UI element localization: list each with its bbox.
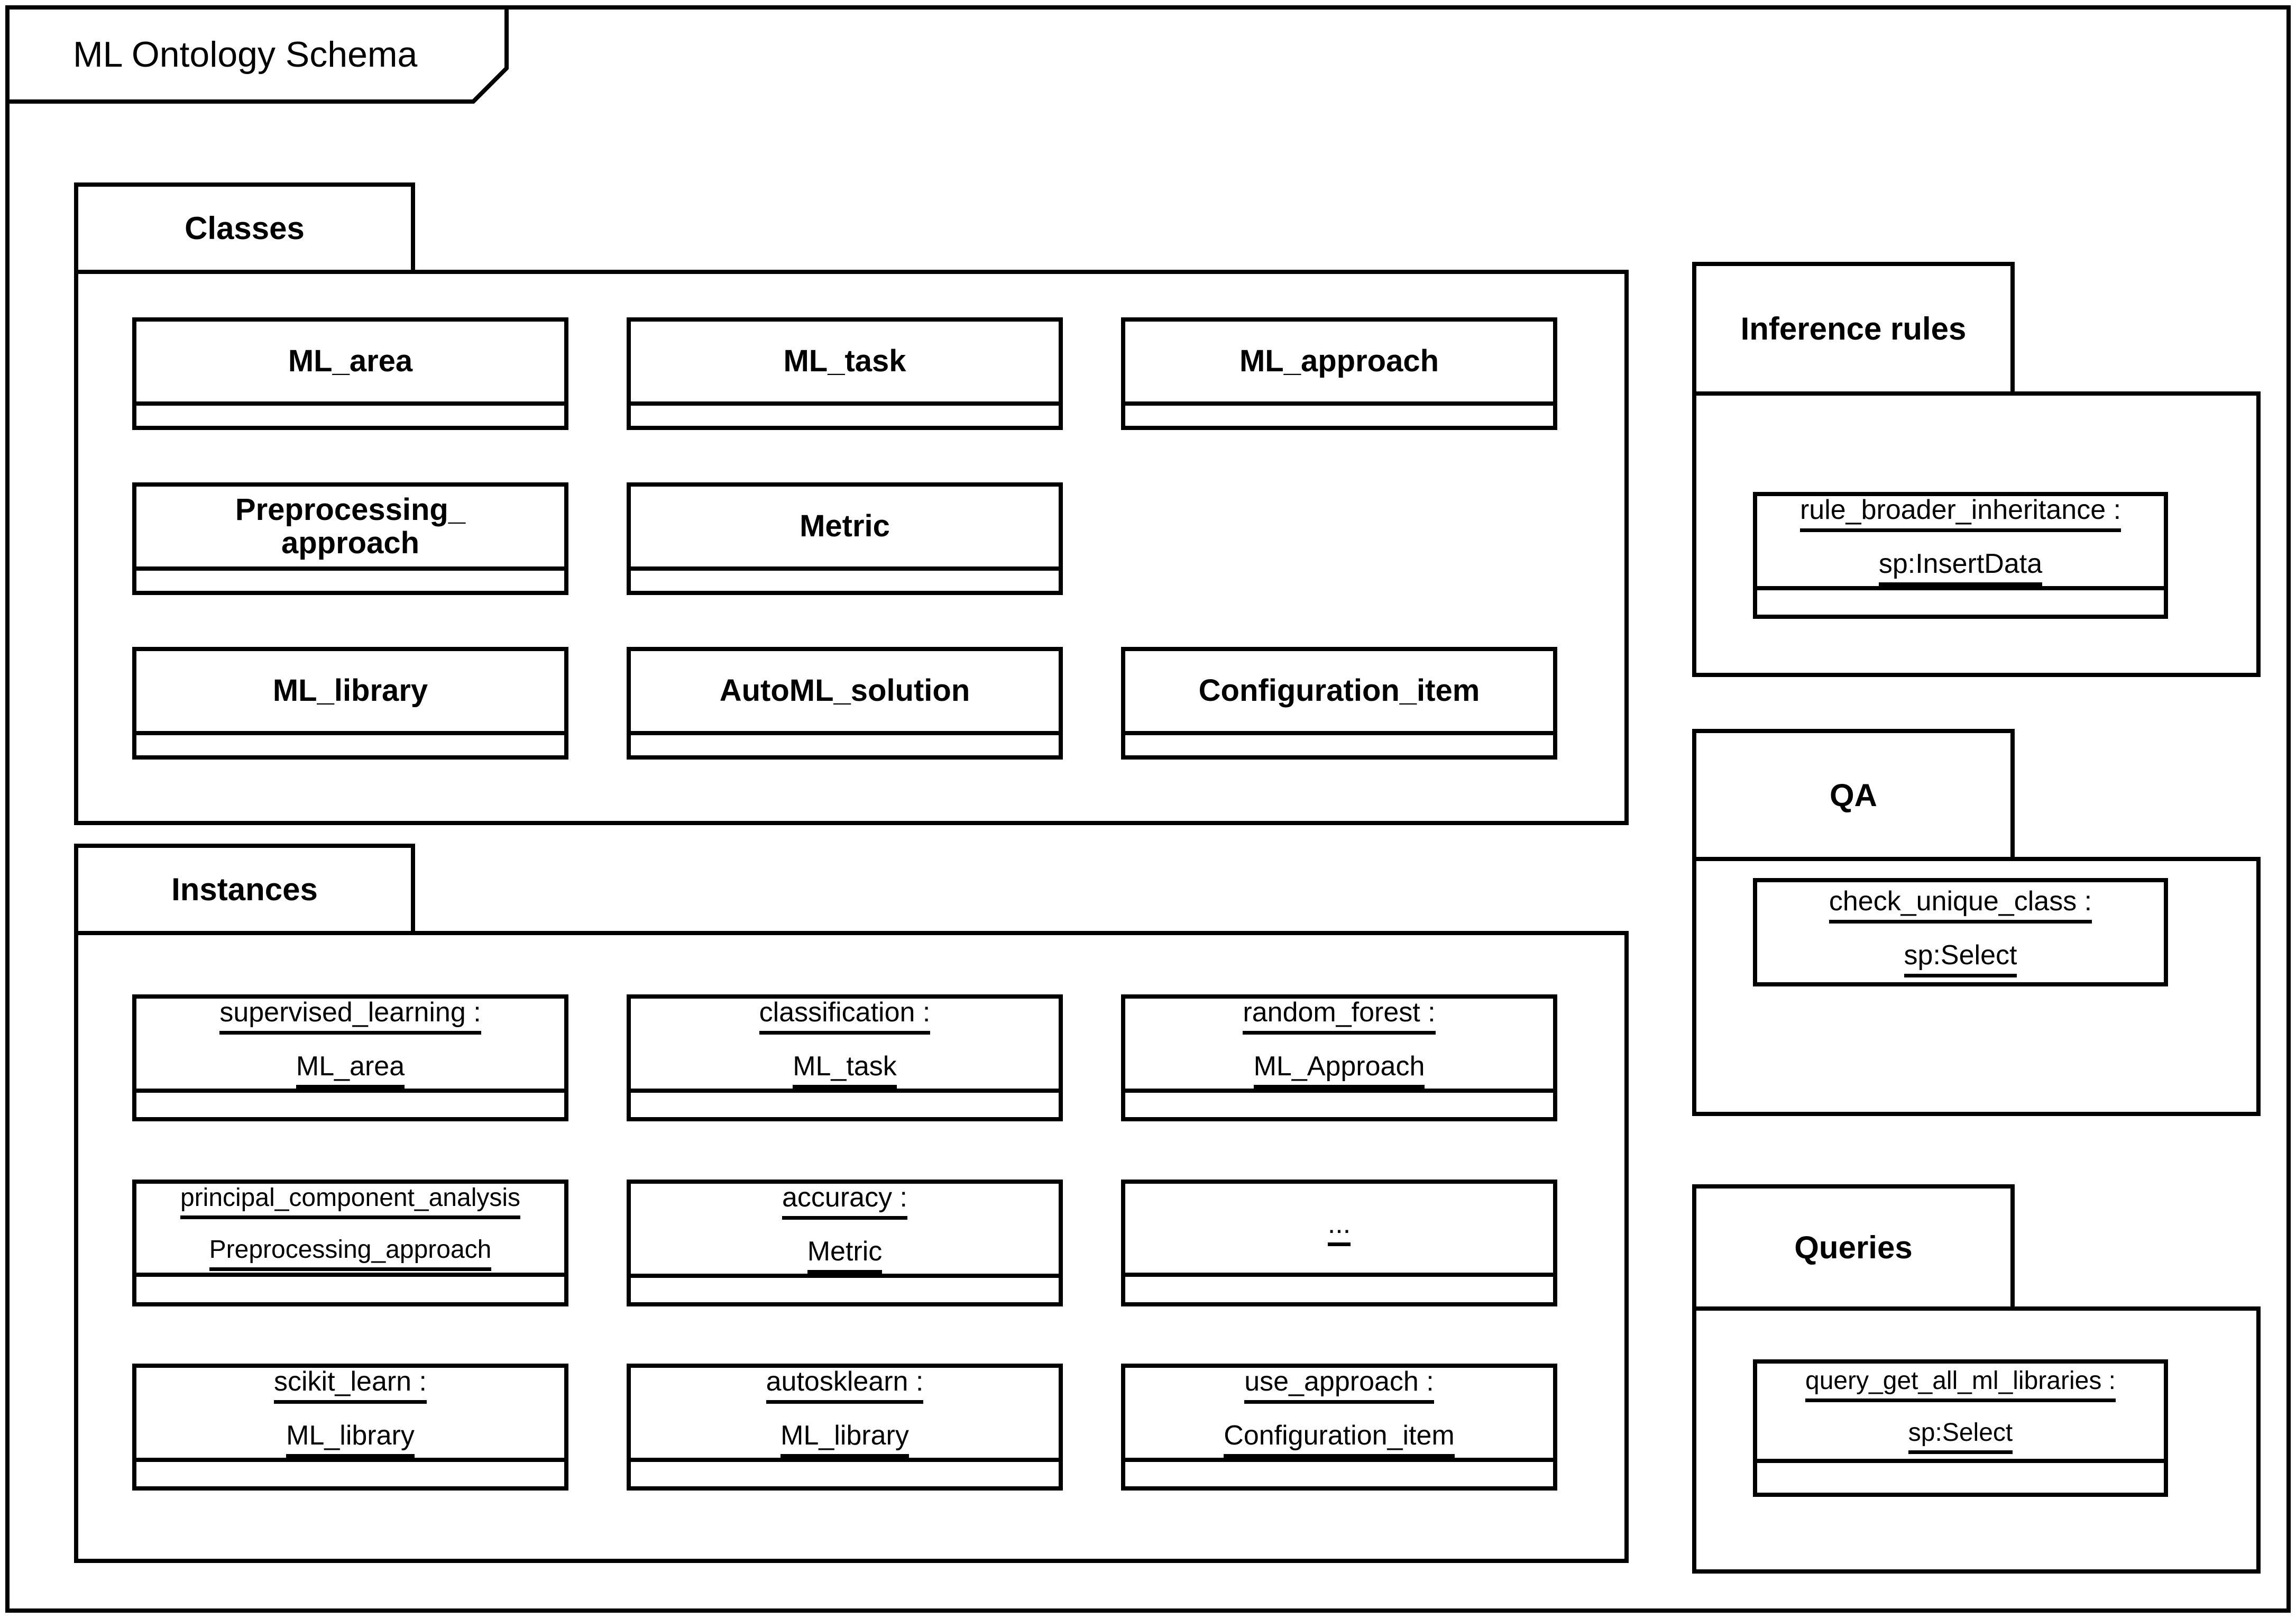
class-box-metric: Metric bbox=[627, 482, 1063, 595]
instance-box-ellipsis: ... bbox=[1121, 1180, 1557, 1306]
qa-name-line: check_unique_class : bbox=[1829, 888, 2092, 924]
package-tab-instances: Instances bbox=[74, 844, 415, 935]
instance-empty-compartment bbox=[1125, 1458, 1553, 1486]
instance-type-line: Metric bbox=[807, 1238, 883, 1274]
instance-box-supervised-learning: supervised_learning : ML_area bbox=[132, 994, 568, 1121]
instance-name-line: supervised_learning : bbox=[219, 999, 481, 1035]
instance-name-line: random_forest : bbox=[1243, 999, 1436, 1035]
instance-empty-compartment bbox=[631, 1458, 1059, 1486]
class-box-configuration-item: Configuration_item bbox=[1121, 647, 1557, 760]
class-empty-compartment bbox=[631, 401, 1059, 426]
package-tab-classes: Classes bbox=[74, 182, 415, 274]
instance-empty-compartment bbox=[631, 1089, 1059, 1117]
qa-box-check-unique-class: check_unique_class : sp:Select bbox=[1753, 878, 2168, 986]
class-empty-compartment bbox=[136, 566, 564, 591]
class-name: ML_library bbox=[272, 673, 428, 708]
instance-name-line: principal_component_analysis bbox=[180, 1185, 521, 1219]
class-box-preprocessing-approach: Preprocessing_ approach bbox=[132, 482, 568, 595]
class-empty-compartment bbox=[136, 401, 564, 426]
instance-type-line: ML_Approach bbox=[1253, 1053, 1425, 1089]
instance-name-line: accuracy : bbox=[782, 1184, 907, 1220]
instance-type-line: ML_task bbox=[793, 1053, 897, 1089]
rule-box-broader-inheritance: rule_broader_inheritance : sp:InsertData bbox=[1753, 492, 2168, 619]
title-tab-shape bbox=[5, 5, 509, 104]
class-name: ML_task bbox=[783, 344, 906, 379]
package-label-queries: Queries bbox=[1794, 1230, 1913, 1265]
class-empty-compartment bbox=[631, 566, 1059, 591]
package-tab-qa: QA bbox=[1692, 729, 2015, 861]
package-body-inference-rules: rule_broader_inheritance : sp:InsertData bbox=[1692, 391, 2261, 677]
instance-type-line: Configuration_item bbox=[1224, 1422, 1455, 1458]
instance-box-principal-component-analysis: principal_component_analysis Preprocessi… bbox=[132, 1180, 568, 1306]
class-name: Metric bbox=[800, 509, 890, 544]
package-body-qa: check_unique_class : sp:Select bbox=[1692, 857, 2261, 1116]
class-empty-compartment bbox=[1125, 401, 1553, 426]
package-tab-queries: Queries bbox=[1692, 1184, 2015, 1311]
class-name: Preprocessing_ bbox=[235, 492, 466, 527]
package-label-inference-rules: Inference rules bbox=[1740, 311, 1967, 346]
instance-empty-compartment bbox=[1125, 1273, 1553, 1302]
query-type-line: sp:Select bbox=[1908, 1420, 2013, 1454]
class-empty-compartment bbox=[136, 731, 564, 755]
class-name: approach bbox=[281, 525, 420, 560]
instance-empty-compartment bbox=[136, 1273, 564, 1302]
query-empty-compartment bbox=[1757, 1459, 2164, 1493]
instance-box-scikit-learn: scikit_learn : ML_library bbox=[132, 1364, 568, 1491]
instance-name-line: scikit_learn : bbox=[274, 1368, 427, 1404]
instance-box-classification: classification : ML_task bbox=[627, 994, 1063, 1121]
instance-type-line: Preprocessing_approach bbox=[209, 1237, 492, 1271]
rule-empty-compartment bbox=[1757, 586, 2164, 615]
class-box-ml-area: ML_area bbox=[132, 317, 568, 430]
class-box-ml-task: ML_task bbox=[627, 317, 1063, 430]
package-label-instances: Instances bbox=[171, 872, 318, 907]
instance-empty-compartment bbox=[631, 1274, 1059, 1302]
class-empty-compartment bbox=[631, 731, 1059, 755]
instance-box-random-forest: random_forest : ML_Approach bbox=[1121, 994, 1557, 1121]
diagram-title: ML Ontology Schema bbox=[73, 34, 418, 75]
package-label-qa: QA bbox=[1830, 777, 1877, 813]
instance-type-line: ML_library bbox=[780, 1422, 909, 1458]
package-body-classes: ML_area ML_task ML_approach Preprocessin… bbox=[74, 270, 1629, 825]
class-empty-compartment bbox=[1125, 731, 1553, 755]
instance-name-line: ... bbox=[1327, 1210, 1351, 1246]
package-label-classes: Classes bbox=[185, 211, 305, 246]
class-box-ml-approach: ML_approach bbox=[1121, 317, 1557, 430]
class-name: Configuration_item bbox=[1198, 673, 1480, 708]
instance-empty-compartment bbox=[136, 1089, 564, 1117]
instance-name-line: classification : bbox=[759, 999, 931, 1035]
query-box-get-all-ml-libraries: query_get_all_ml_libraries : sp:Select bbox=[1753, 1359, 2168, 1497]
rule-type-line: sp:InsertData bbox=[1878, 550, 2043, 586]
instance-box-use-approach: use_approach : Configuration_item bbox=[1121, 1364, 1557, 1491]
package-body-queries: query_get_all_ml_libraries : sp:Select bbox=[1692, 1306, 2261, 1574]
class-name: AutoML_solution bbox=[719, 673, 970, 708]
qa-type-line: sp:Select bbox=[1904, 941, 2017, 977]
instance-name-line: autosklearn : bbox=[766, 1368, 924, 1404]
class-box-automl-solution: AutoML_solution bbox=[627, 647, 1063, 760]
rule-name-line: rule_broader_inheritance : bbox=[1799, 496, 2121, 532]
instance-empty-compartment bbox=[136, 1458, 564, 1486]
instance-name-line: use_approach : bbox=[1244, 1368, 1434, 1404]
instance-box-autosklearn: autosklearn : ML_library bbox=[627, 1364, 1063, 1491]
package-body-instances: supervised_learning : ML_area classifica… bbox=[74, 931, 1629, 1563]
instance-type-line: ML_library bbox=[286, 1422, 415, 1458]
instance-type-line: ML_area bbox=[296, 1053, 405, 1089]
query-name-line: query_get_all_ml_libraries : bbox=[1805, 1368, 2116, 1402]
instance-box-accuracy: accuracy : Metric bbox=[627, 1180, 1063, 1306]
class-name: ML_approach bbox=[1239, 344, 1439, 379]
package-tab-inference-rules: Inference rules bbox=[1692, 262, 2015, 396]
class-name: ML_area bbox=[288, 344, 413, 379]
instance-empty-compartment bbox=[1125, 1089, 1553, 1117]
class-box-ml-library: ML_library bbox=[132, 647, 568, 760]
